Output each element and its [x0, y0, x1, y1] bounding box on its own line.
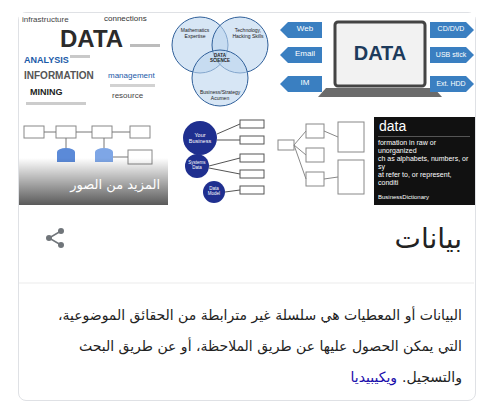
description-text: البيانات أو المعطيات هي سلسلة غير مترابط… [58, 307, 462, 385]
laptop-image [318, 88, 442, 97]
venn-center: DATA SCIENCE [208, 54, 232, 64]
dictionary-word: data [379, 119, 406, 134]
tree-diagram-image [306, 148, 324, 162]
venn-image [192, 50, 248, 106]
definition-line: ch as alphabets, numbers, or sy [378, 155, 472, 171]
laptop-image [280, 22, 322, 38]
definition-line: at refer to, or represent, conditi [378, 171, 472, 187]
tree-diagram-image [306, 172, 324, 186]
flowchart-image [130, 126, 150, 138]
flowchart-image [19, 117, 168, 205]
org-diagram-image [170, 117, 270, 205]
arrow-label: Web [288, 25, 322, 34]
flowchart-image [92, 126, 112, 138]
org-diagram-image [183, 121, 217, 155]
divider [19, 283, 474, 284]
tree-diagram-image [338, 160, 364, 194]
org-diagram-image [203, 181, 225, 203]
venn-label: Mathematics Expertise [178, 28, 212, 39]
description: البيانات أو المعطيات هي سلسلة غير مترابط… [32, 300, 462, 393]
dictionary-image [378, 136, 470, 137]
org-diagram-image [185, 154, 209, 178]
laptop-image [280, 47, 322, 63]
arrow-label: Ext. HDD [430, 80, 472, 88]
arrow-label: IM [288, 79, 322, 88]
org-diagram-image [240, 154, 264, 162]
org-diagram-image [240, 170, 264, 178]
laptop-image [280, 76, 322, 92]
definition-block: formation in raw or unorganizedch as alp… [378, 139, 472, 187]
circle-label: Data Model [204, 187, 224, 197]
definition-line: formation in raw or unorganized [378, 139, 472, 155]
laptop-image [272, 13, 475, 115]
arrow-label: CD/DVD [430, 25, 472, 33]
dictionary-image [374, 117, 475, 205]
share-icon [49, 231, 61, 245]
circle-label: Systems Data [187, 161, 207, 171]
word-cloud-image [70, 55, 90, 58]
panel-title: بيانات [395, 222, 462, 256]
tree-diagram-image [278, 140, 294, 150]
tree-diagram-image [294, 131, 338, 179]
laptop-image [430, 22, 474, 38]
venn-image [170, 13, 270, 115]
tree-diagram-image [306, 124, 324, 138]
word-cloud-image [19, 13, 168, 115]
dictionary-image [374, 117, 475, 205]
tree-diagram-image [338, 122, 364, 152]
word-cloud-image [26, 102, 86, 105]
flowchart-image [56, 126, 76, 138]
org-diagram-image [240, 136, 264, 144]
more-images-label: المزيد من الصور [18, 178, 160, 192]
cloud-word: infrastructure [22, 16, 69, 25]
arrow-label: USB stick [430, 51, 472, 59]
org-diagram-image [240, 120, 264, 128]
org-diagram-image [240, 186, 264, 194]
org-diagram-image [170, 117, 270, 205]
laptop-image [430, 76, 474, 92]
tree-diagram-image [272, 117, 372, 205]
cloud-word: resource [112, 92, 143, 101]
flowchart-image [19, 117, 168, 205]
source-link: ويكيبيديا [350, 369, 397, 385]
cloud-word: DATA [60, 26, 123, 52]
cloud-word: INFORMATION [24, 70, 94, 81]
arrow-label: Email [288, 50, 322, 59]
word-cloud-image [130, 44, 160, 47]
screen-word: DATA [340, 42, 420, 64]
flowchart-image [19, 158, 168, 205]
laptop-image [272, 13, 475, 115]
cloud-word: connections [104, 15, 147, 24]
venn-image [170, 13, 270, 115]
cloud-word: MINING [30, 88, 63, 98]
laptop-image [430, 47, 474, 63]
tree-diagram-image [272, 117, 372, 205]
flowchart-image [24, 126, 44, 138]
venn-label: Business/Strategy Acumen [200, 90, 240, 101]
share-icon [46, 228, 64, 248]
cloud-word: ANALYSIS [24, 56, 69, 66]
word-cloud-image [19, 13, 168, 115]
venn-label: Technology, Hacking Skills [230, 28, 266, 39]
flowchart-image [44, 132, 130, 157]
word-cloud-image [110, 84, 155, 87]
circle-label: Your Business [185, 132, 215, 144]
cloud-word: management [108, 72, 155, 81]
laptop-image [335, 22, 425, 86]
source-mark: BusinessDictionary [378, 194, 429, 201]
